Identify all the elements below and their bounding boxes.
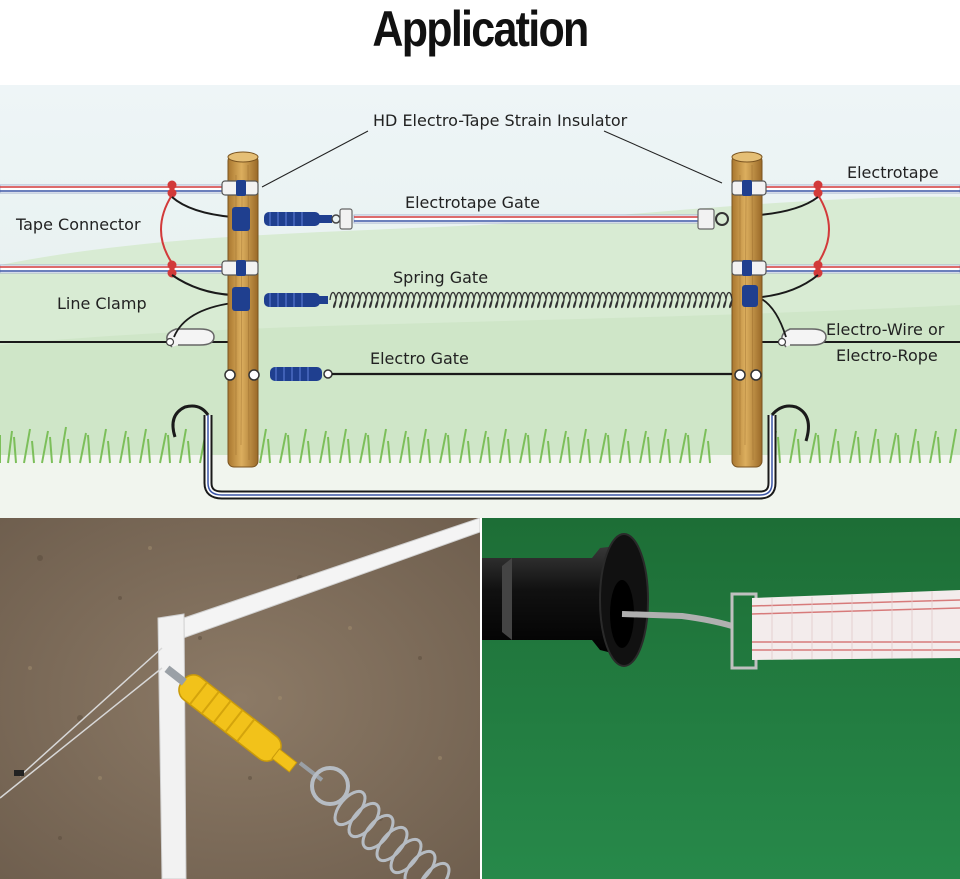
page-title: Application [372,1,589,57]
spring-gate-photo [0,518,480,879]
label-electro-wire-line2: Electro-Rope [836,346,938,365]
tape-gate-handle-photo [482,518,960,879]
label-line-clamp: Line Clamp [57,294,147,313]
label-electro-gate: Electro Gate [370,349,469,368]
tape-gate-handle-photo-illustration [482,518,960,879]
label-strain-insulator: HD Electro-Tape Strain Insulator [373,111,628,130]
spring-gate [264,291,733,309]
spring-coil [329,291,733,309]
label-tape-connector: Tape Connector [16,215,141,234]
line-clamp-left [165,302,233,348]
grass [0,426,957,464]
label-electro-wire-line1: Electro-Wire or [826,320,945,339]
underground-cable [171,404,810,500]
fence-application-diagram: HD Electro-Tape Strain Insulator Electro… [0,85,960,518]
electrotape-gate [264,208,729,230]
label-spring-gate: Spring Gate [393,268,489,287]
spring-gate-photo-illustration [0,518,480,879]
post-insulators-blue [232,180,758,311]
diagram-illustration [0,85,960,518]
tape-connector-left [160,180,177,278]
electro-gate [224,367,762,381]
label-electrotape-gate: Electrotape Gate [405,193,540,212]
label-electrotape: Electrotape [847,163,939,182]
tape-connector-right [813,180,830,278]
right-post [731,151,763,468]
